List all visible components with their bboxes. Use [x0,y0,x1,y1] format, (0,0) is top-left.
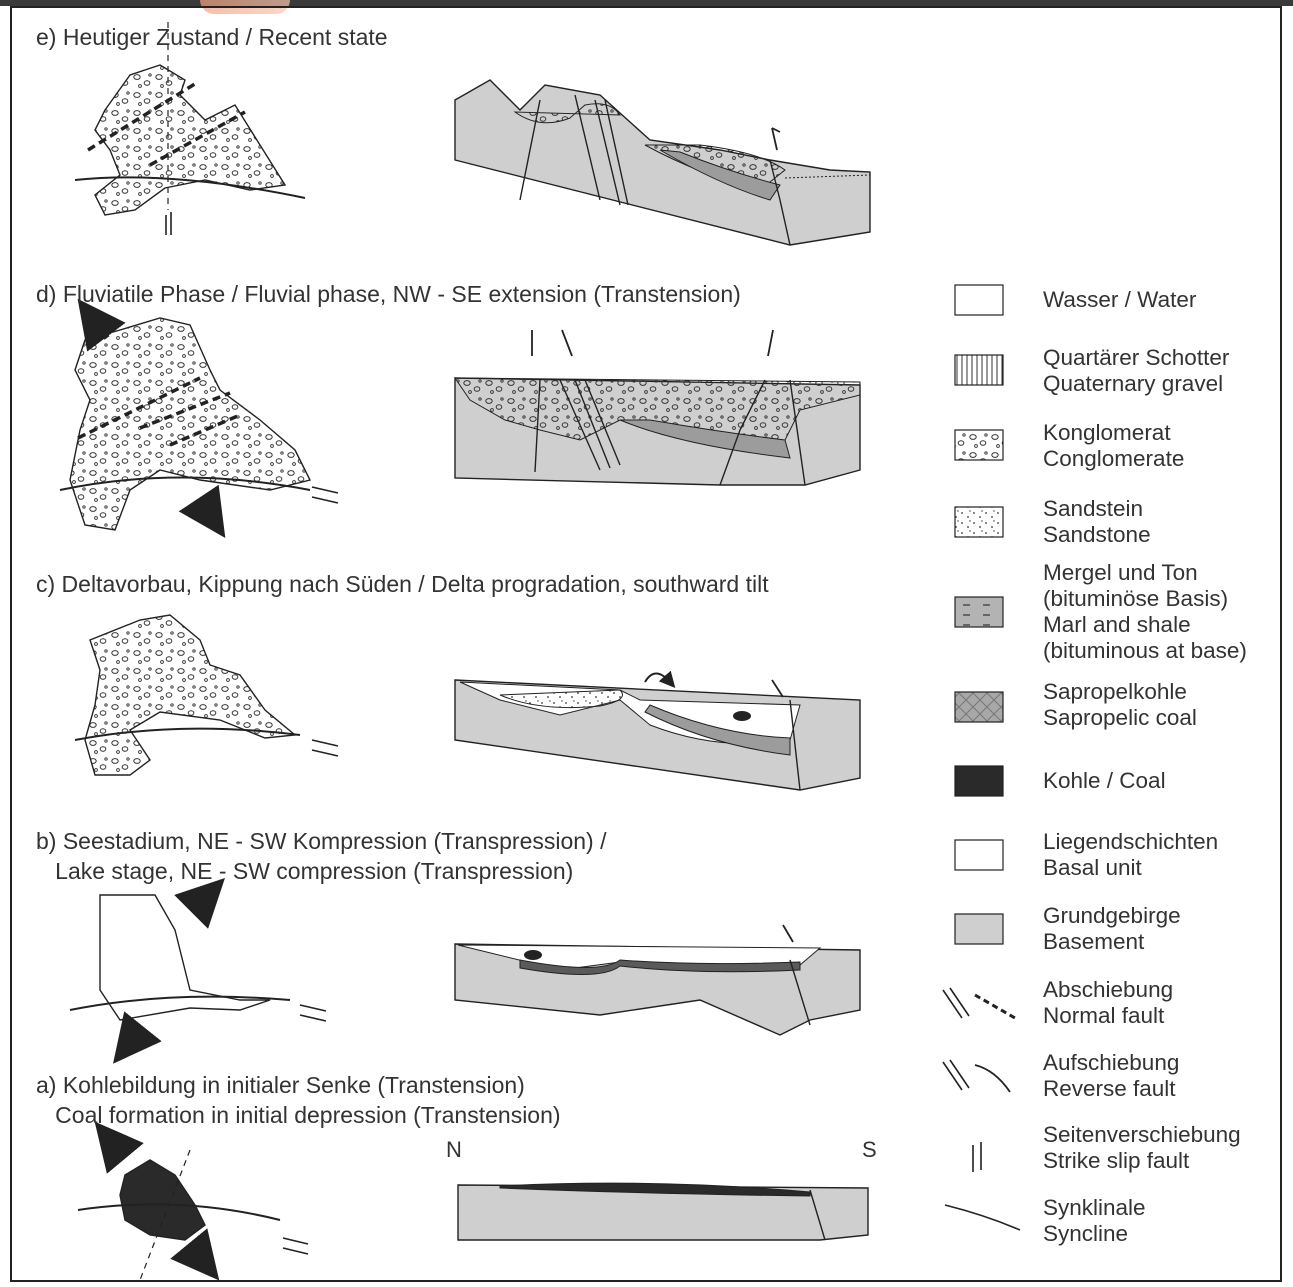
basal-unit-swatch [955,840,1003,870]
stage-b-section [455,925,860,1035]
legend-reverse-fault-label-de: Aufschiebung [1043,1050,1179,1076]
conglomerate-swatch [955,430,1003,460]
coal-swatch [955,766,1003,796]
legend-strike-slip-label-en: Strike slip fault [1043,1148,1189,1174]
legend-conglomerate-label-de: Konglomerat [1043,420,1171,446]
stage-c-section [455,674,860,791]
basement-swatch [955,914,1003,944]
stage-e-title: e) Heutiger Zustand / Recent state [36,22,388,52]
stage-d-map [60,318,338,530]
stage-b-title-line2: Lake stage, NE - SW compression (Transpr… [36,856,573,886]
stage-c-title: c) Deltavorbau, Kippung nach Süden / Del… [36,569,769,599]
syncline-icon [945,1205,1020,1230]
stage-b-map [70,895,326,1045]
stage-e-map [75,22,305,235]
sandstone-swatch [955,507,1003,537]
legend-syncline-label-de: Synklinale [1043,1195,1146,1221]
legend-normal-fault-label-en: Normal fault [1043,1003,1164,1029]
legend-swatches [943,285,1020,1230]
legend-water-label: Wasser / Water [1043,287,1196,313]
normal-fault-icon [943,988,1015,1018]
legend-sandstone-label-de: Sandstein [1043,496,1143,522]
south-label: S [862,1137,877,1163]
stage-a-map [78,1140,308,1280]
legend-gravel-label-en: Quaternary gravel [1043,371,1223,397]
reverse-fault-icon [943,1060,1010,1092]
stage-d-title: d) Fluviatile Phase / Fluvial phase, NW … [36,279,741,309]
legend-basal-label-en: Basal unit [1043,855,1142,881]
legend-syncline-label-en: Syncline [1043,1221,1128,1247]
marl-swatch [955,597,1003,627]
legend-coal-label: Kohle / Coal [1043,768,1166,794]
legend-marl-label-3: Marl and shale [1043,612,1191,638]
stage-b-title-line1: b) Seestadium, NE - SW Kompression (Tran… [36,826,607,856]
legend-sapropelic-label-en: Sapropelic coal [1043,705,1197,731]
stage-a-section [458,1183,868,1240]
stage-a-title-line1: a) Kohlebildung in initialer Senke (Tran… [36,1070,525,1100]
water-swatch [955,285,1003,315]
legend-conglomerate-label-en: Conglomerate [1043,446,1184,472]
legend-marl-label-4: (bituminous at base) [1043,638,1247,664]
legend-basement-label-de: Grundgebirge [1043,903,1181,929]
stage-e-section [455,80,870,245]
legend-basal-label-de: Liegendschichten [1043,829,1218,855]
legend-strike-slip-label-de: Seitenverschiebung [1043,1122,1241,1148]
legend-marl-label-2: (bituminöse Basis) [1043,586,1228,612]
stage-a-title-line2: Coal formation in initial depression (Tr… [36,1100,561,1130]
north-label: N [446,1137,462,1163]
strike-slip-icon [973,1142,981,1172]
sapropelic-coal-swatch [955,692,1003,722]
legend-gravel-label-de: Quartärer Schotter [1043,345,1229,371]
gravel-swatch [955,355,1003,385]
legend-reverse-fault-label-en: Reverse fault [1043,1076,1176,1102]
stage-d-section [455,330,860,485]
legend-sandstone-label-en: Sandstone [1043,522,1151,548]
legend-sapropelic-label-de: Sapropelkohle [1043,679,1187,705]
legend-marl-label-1: Mergel und Ton [1043,560,1198,586]
stage-c-map [75,615,338,775]
legend-normal-fault-label-de: Abschiebung [1043,977,1173,1003]
legend-basement-label-en: Basement [1043,929,1144,955]
